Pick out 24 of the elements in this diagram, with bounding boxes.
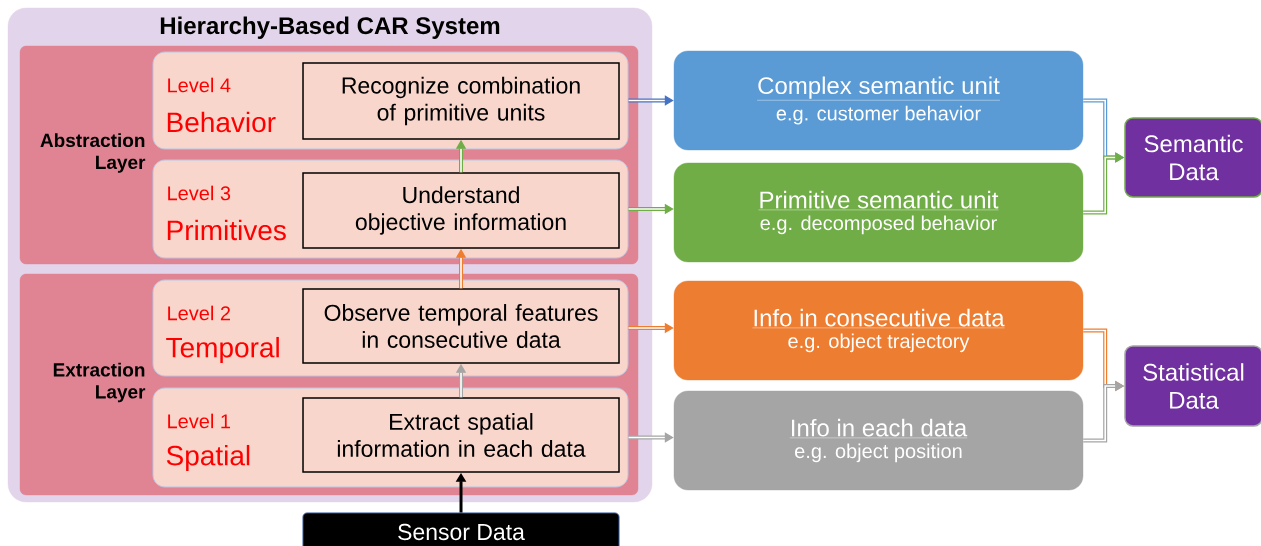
output-box: Info in consecutive data e.g. object trajectory [673,280,1084,381]
data-box: Semantic Data [1124,117,1261,198]
process-box: Recognize combination of primitive units [302,62,620,140]
level-number: Level 3 [168,185,231,201]
output-box: Info in each data e.g. object position [673,390,1084,491]
process-box: Understand objective information [302,172,620,249]
output-box: Complex semantic unit e.g. customer behavior [673,50,1084,151]
output-box: Primitive semantic unit e.g. decomposed behavior [673,162,1084,263]
level-number: Level 1 [168,413,231,429]
process-box: Extract spatial information in each data [302,397,620,473]
layer-label: Extraction Layer [53,362,146,403]
level-number: Level 4 [168,77,231,93]
level-name: Spatial [166,444,250,472]
input-box: Sensor Data [302,512,620,546]
level-number: Level 2 [168,305,230,321]
data-box: Statistical Data [1124,345,1261,427]
level-name: Primitives [167,219,286,241]
title: Hierarchy-Based CAR System [160,16,500,39]
arrow [627,432,674,443]
arrow [627,95,674,106]
layer-label: Abstraction Layer [40,133,146,173]
process-box: Observe temporal features in consecutive data [302,288,620,364]
level-name: Temporal [166,336,279,364]
level-name: Behavior [167,111,276,133]
